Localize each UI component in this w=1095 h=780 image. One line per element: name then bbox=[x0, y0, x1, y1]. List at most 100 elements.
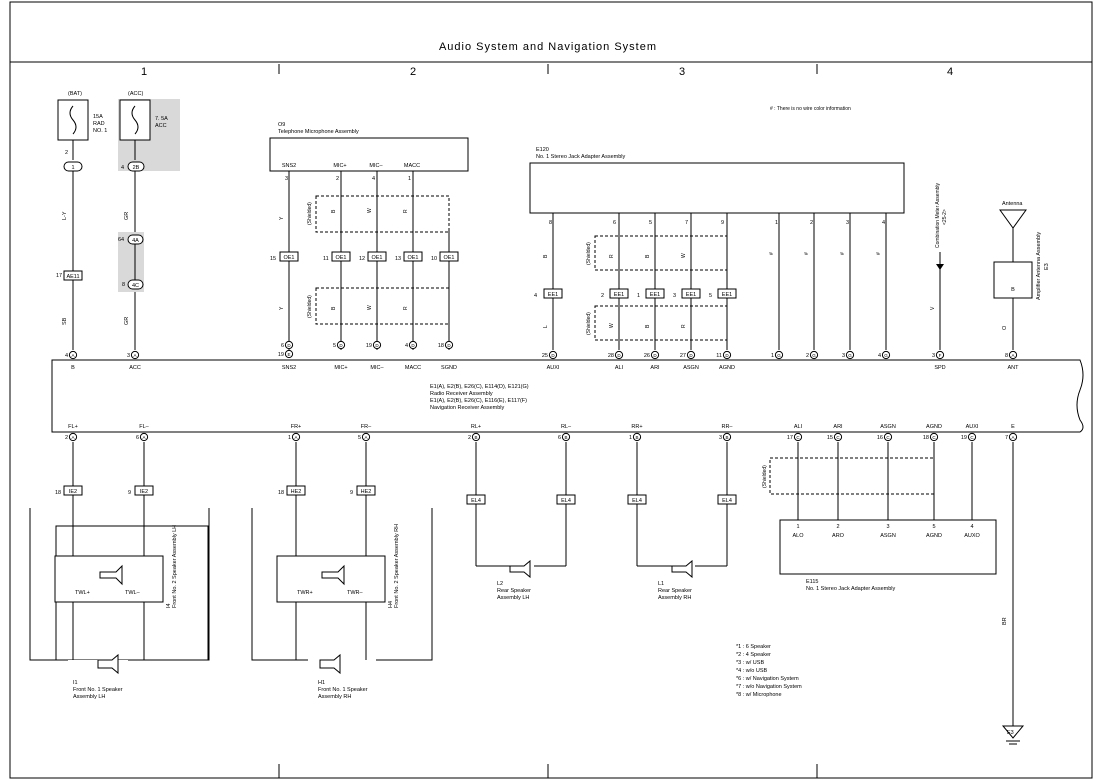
svg-text:E1(A), E2(B), E26(C), E116(E),: E1(A), E2(B), E26(C), E116(E), E117(F) bbox=[430, 398, 527, 404]
svg-text:I1: I1 bbox=[73, 680, 78, 686]
svg-text:3: 3 bbox=[673, 293, 676, 299]
svg-text:*1 : 6 Speaker: *1 : 6 Speaker bbox=[736, 644, 771, 650]
svg-text:E3: E3 bbox=[1007, 730, 1014, 736]
svg-text:SGND: SGND bbox=[441, 365, 457, 371]
column-1-label: 1 bbox=[141, 66, 147, 78]
receiver-pin-top: A4B bbox=[65, 350, 78, 371]
svg-text:5: 5 bbox=[932, 524, 935, 530]
connector-ie2-2 bbox=[134, 485, 154, 496]
svg-text:MACC: MACC bbox=[404, 163, 420, 169]
svg-text:D: D bbox=[653, 353, 657, 358]
column-2-label: 2 bbox=[410, 66, 416, 78]
svg-text:FL–: FL– bbox=[139, 424, 149, 430]
e120-wire-r-b: R bbox=[681, 324, 687, 328]
svg-text:G: G bbox=[812, 353, 816, 358]
svg-text:4: 4 bbox=[534, 293, 537, 299]
svg-text:F: F bbox=[939, 353, 942, 358]
svg-text:1: 1 bbox=[408, 176, 411, 182]
svg-text:(ACC): (ACC) bbox=[128, 91, 143, 97]
svg-text:TWR–: TWR– bbox=[347, 590, 364, 596]
svg-text:OE1: OE1 bbox=[443, 255, 454, 261]
svg-text:A: A bbox=[364, 435, 367, 440]
svg-text:B: B bbox=[564, 435, 567, 440]
svg-text:OE1: OE1 bbox=[407, 255, 418, 261]
svg-text:AUXI: AUXI bbox=[966, 424, 979, 430]
speaker-icon bbox=[99, 564, 123, 586]
e120-hash-4: # bbox=[876, 252, 882, 255]
svg-text:RL–: RL– bbox=[561, 424, 572, 430]
column-3-label: 3 bbox=[679, 66, 685, 78]
combination-meter-lead: Combination Meter Assembly <25-2> V bbox=[930, 182, 948, 350]
svg-text:FR–: FR– bbox=[361, 424, 372, 430]
o9-wire-r-b: R bbox=[403, 306, 409, 310]
svg-text:MIC–: MIC– bbox=[369, 163, 383, 169]
svg-text:Radio Receiver Assembly: Radio Receiver Assembly bbox=[430, 391, 493, 397]
o9-wire-b-b: B bbox=[331, 306, 337, 310]
svg-text:EE1: EE1 bbox=[650, 292, 660, 298]
connector-el4-4 bbox=[717, 494, 737, 505]
svg-text:18: 18 bbox=[438, 343, 444, 349]
e120-wire-r: R bbox=[609, 254, 615, 258]
receiver-top-pins: A4BA3ACCD6SNS2E19D5MIC+D19MIC–D4MACCD18S… bbox=[65, 340, 1019, 371]
receiver-pin-top: G2 bbox=[806, 350, 819, 360]
ground-e3: BR E3 bbox=[1001, 442, 1025, 745]
svg-text:V: V bbox=[930, 306, 936, 310]
svg-text:*2 : 4 Speaker: *2 : 4 Speaker bbox=[736, 652, 771, 658]
svg-text:4: 4 bbox=[970, 524, 973, 530]
fuse-acc: (ACC) 7. 5A ACC 4 2B bbox=[118, 91, 180, 172]
svg-text:1: 1 bbox=[71, 165, 74, 171]
svg-text:IE2: IE2 bbox=[140, 489, 148, 495]
svg-text:G: G bbox=[848, 353, 852, 358]
o9-wire-w: W bbox=[367, 208, 373, 213]
svg-text:18: 18 bbox=[278, 490, 284, 496]
svg-text:MIC+: MIC+ bbox=[333, 163, 346, 169]
svg-text:OE1: OE1 bbox=[283, 255, 294, 261]
e120-hash-3: # bbox=[840, 252, 846, 255]
svg-text:ACC: ACC bbox=[155, 123, 167, 129]
svg-text:1: 1 bbox=[796, 524, 799, 530]
svg-text:A: A bbox=[294, 435, 297, 440]
svg-text:EE1: EE1 bbox=[722, 292, 732, 298]
svg-text:MIC–: MIC– bbox=[370, 365, 384, 371]
oe1-connectors: 15 OE1 11 OE1 12 OE1 13 OE1 10 OE1 bbox=[270, 251, 459, 262]
svg-text:27: 27 bbox=[680, 353, 686, 359]
speaker-l1-icon bbox=[671, 559, 693, 579]
svg-text:H1: H1 bbox=[318, 680, 325, 686]
svg-text:6: 6 bbox=[136, 435, 139, 441]
svg-text:17: 17 bbox=[787, 435, 793, 441]
svg-text:Front No. 2 Speaker Assembly L: Front No. 2 Speaker Assembly LH bbox=[172, 525, 178, 608]
svg-text:ASGN: ASGN bbox=[880, 533, 896, 539]
svg-text:1: 1 bbox=[288, 435, 291, 441]
svg-text:No. 1 Stereo Jack Adapter Asse: No. 1 Stereo Jack Adapter Assembly bbox=[806, 586, 896, 592]
svg-text:3: 3 bbox=[127, 353, 130, 359]
svg-text:MIC+: MIC+ bbox=[334, 365, 347, 371]
e120-wire-b2: B bbox=[645, 254, 651, 258]
speaker-l2-icon bbox=[509, 559, 531, 579]
svg-text:3: 3 bbox=[932, 353, 935, 359]
svg-text:EL4: EL4 bbox=[722, 498, 732, 504]
svg-text:O9: O9 bbox=[278, 122, 285, 128]
svg-text:D: D bbox=[725, 353, 729, 358]
e115-stereo-jack: 1 2 3 5 4 ALO ARO ASGN AGND AUXO E115 No… bbox=[762, 465, 997, 592]
svg-text:(BAT): (BAT) bbox=[68, 91, 82, 97]
svg-text:5: 5 bbox=[649, 220, 652, 226]
svg-text:A: A bbox=[142, 435, 145, 440]
svg-text:15A: 15A bbox=[93, 114, 103, 120]
svg-text:D: D bbox=[411, 343, 415, 348]
junction-4a-pin: 64 bbox=[118, 237, 124, 243]
no-wire-color-note: # : There is no wire color information bbox=[770, 106, 851, 112]
svg-text:AUXO: AUXO bbox=[964, 533, 980, 539]
svg-text:1: 1 bbox=[775, 220, 778, 226]
svg-text:26: 26 bbox=[644, 353, 650, 359]
svg-text:Assembly LH: Assembly LH bbox=[497, 595, 529, 601]
svg-text:3: 3 bbox=[846, 220, 849, 226]
svg-text:19: 19 bbox=[366, 343, 372, 349]
